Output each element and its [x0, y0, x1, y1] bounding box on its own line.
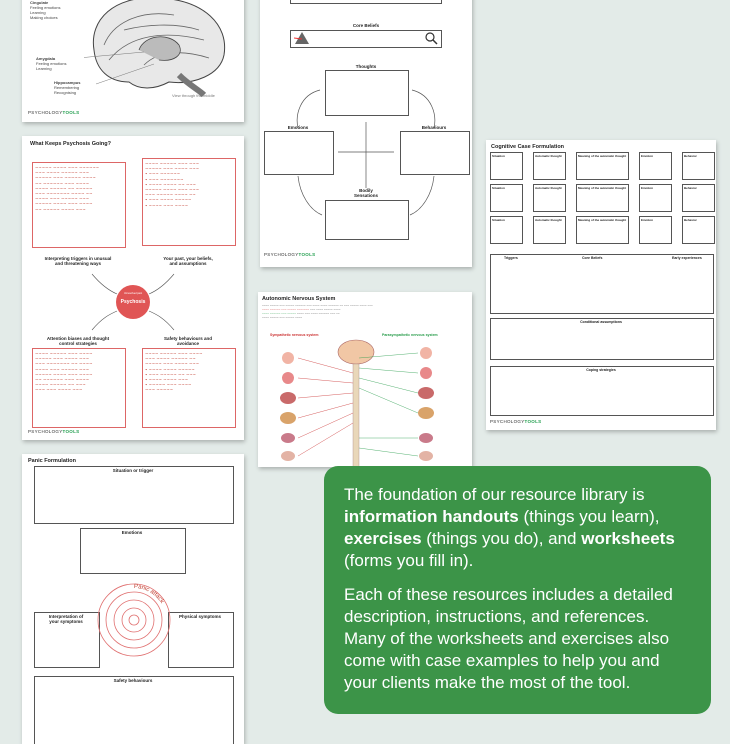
brain-handout-sheet: Cingulate Feeling emotions Learning Maki…: [22, 0, 244, 122]
case-cell: Behavior: [682, 152, 715, 180]
callout-paragraph-2: Each of these resources includes a detai…: [344, 585, 673, 692]
conditional-label: Conditional assumptions: [580, 320, 622, 324]
label-amygdala: Amygdala: [36, 56, 56, 61]
emotions-box: [80, 528, 186, 574]
brain-illustration: [84, 0, 226, 98]
psychosis-diagram: [91, 273, 175, 331]
label-cingulate: Cingulate: [30, 0, 49, 5]
case-cell: Behavior: [682, 184, 715, 212]
handwritten-notes-tl: ~~~~~ ~~~~ ~~~ ~~~~~~~~~ ~~~~ ~~~~~ ~~~~…: [32, 162, 126, 248]
emotions-label: Emotions: [121, 530, 143, 535]
callout-paragraph-1: The foundation of our resource library i…: [344, 485, 675, 570]
bodily-box: [325, 200, 409, 240]
brand-logo: PSYCHOLOGYTOOLS: [264, 252, 316, 257]
brand-logo: PSYCHOLOGYTOOLS: [490, 419, 542, 424]
case-cell: Meaning of the automatic thought: [576, 216, 629, 244]
magnifier-icon: [425, 32, 438, 45]
psychosis-title: What Keeps Psychosis Going?: [30, 141, 111, 147]
interpretation-label: Interpretation of your symptoms: [48, 614, 84, 624]
psychosis-handout-sheet: What Keeps Psychosis Going? ~~~~~ ~~~~ ~…: [22, 136, 244, 440]
interpretation-box: [34, 612, 100, 668]
parasympathetic-label: Parasympathetic nervous system: [382, 333, 438, 337]
coping-label: Coping strategies: [586, 368, 616, 372]
case-cell: Situation: [490, 152, 523, 180]
core-beliefs-label: Core Beliefs: [582, 256, 603, 260]
case-cell: Automatic thought: [533, 216, 566, 244]
behaviours-box: [400, 131, 470, 175]
triggers-label: Triggers: [504, 256, 518, 260]
situation-box: [34, 466, 234, 524]
sympathetic-label: Sympathetic nervous system: [270, 333, 319, 337]
case-cell: Emotion: [639, 152, 672, 180]
case-cell: Meaning of the automatic thought: [576, 184, 629, 212]
ans-title: Autonomic Nervous System: [262, 296, 336, 302]
core-beliefs-section: [490, 254, 714, 314]
case-cell: Situation: [490, 216, 523, 244]
panic-spiral: Panic attack: [97, 583, 171, 657]
prism-icon: [294, 32, 309, 44]
nervous-system-illustration: [280, 339, 434, 467]
case-cell: Situation: [490, 184, 523, 212]
coping-strategies-box: [490, 366, 714, 416]
handwritten-notes-br: ~~~~ ~~~~~ ~~~ ~~~~~~~ ~~~~ ~~~~~ ~~~~~~…: [142, 348, 236, 428]
physical-symptoms-box: [168, 612, 234, 668]
safety-label: Safety behaviours: [113, 678, 153, 683]
triggers-label: Interpreting triggers in unusual and thr…: [44, 256, 112, 266]
cycle-arrows: [296, 89, 436, 216]
case-cell: Behavior: [682, 216, 715, 244]
psychosis-center-label: Psychosis: [120, 299, 146, 305]
safety-label: Safety behaviours and avoidance: [163, 336, 212, 346]
panic-title: Panic Formulation: [28, 458, 76, 464]
brand-logo: PSYCHOLOGYTOOLS: [28, 429, 80, 434]
label-hippocampus: Hippocampus: [54, 80, 81, 85]
conditional-assumptions-box: [490, 318, 714, 360]
view-caption: View through the middle: [172, 93, 215, 98]
core-beliefs-title: Core Beliefs: [352, 23, 380, 28]
thoughts-box: [325, 70, 409, 116]
case-cell: Emotion: [639, 216, 672, 244]
handwritten-notes-bl: ~~~~ ~~~~~ ~~~ ~~~~~~~~~ ~~~ ~~~~ ~~~~~~…: [32, 348, 126, 428]
past-beliefs-label: Your past, your beliefs, and assumptions: [163, 256, 213, 266]
bodily-sensations-label: Bodily Sensations: [353, 188, 378, 198]
case-cell: Meaning of the automatic thought: [576, 152, 629, 180]
physical-label: Physical symptoms: [178, 614, 222, 619]
resource-library-callout: The foundation of our resource library i…: [324, 466, 711, 714]
brand-logo: PSYCHOLOGYTOOLS: [28, 110, 80, 115]
ans-handout-sheet: Autonomic Nervous System ~~~~ ~~~~~ ~~~ …: [258, 292, 472, 467]
case-title: Cognitive Case Formulation: [491, 144, 565, 150]
unresolved-label: Unresolved past: [123, 292, 143, 295]
handwritten-notes-tr: ~~~~ ~~~~~ ~~~ ~~~~~~~~ ~~~ ~~~~ ~~~• ~~…: [142, 158, 236, 246]
core-beliefs-box: [290, 30, 442, 48]
safety-box: [34, 676, 234, 744]
emotions-box: [264, 131, 334, 175]
case-cell: Automatic thought: [533, 152, 566, 180]
case-cell: Automatic thought: [533, 184, 566, 212]
situation-label: Situation or trigger: [112, 468, 154, 473]
early-experiences-label: Early experiences: [672, 256, 702, 260]
thoughts-label: Thoughts: [355, 64, 377, 69]
cbt-cycle-sheet: Core Beliefs Thoughts Emotions Behaviour…: [260, 0, 472, 267]
case-cell: Emotion: [639, 184, 672, 212]
attention-label: Attention biases and thought control str…: [46, 336, 110, 346]
panic-formulation-sheet: Panic Formulation Situation or trigger E…: [22, 454, 244, 744]
